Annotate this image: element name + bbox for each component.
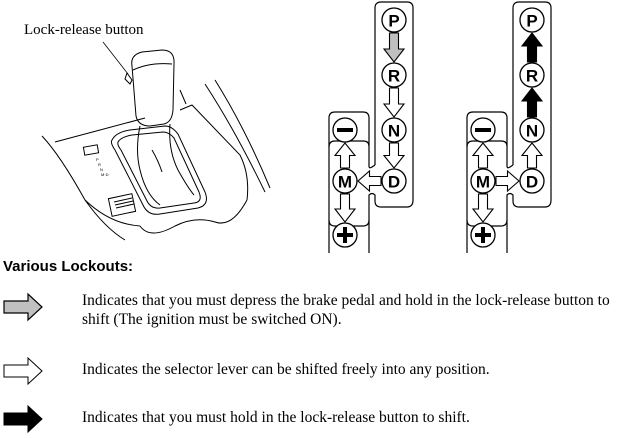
white-shift-arrow xyxy=(471,193,495,223)
various-lockouts-heading: Various Lockouts: xyxy=(3,258,134,275)
white-shift-arrow xyxy=(520,142,544,169)
white-shift-arrow xyxy=(382,87,406,118)
gear-d-label: D xyxy=(388,173,400,192)
legend-text: Indicates that you must hold in the lock… xyxy=(82,409,470,426)
gear-m-label: M xyxy=(338,173,352,192)
svg-text:N: N xyxy=(100,167,103,172)
gray-shift-arrow xyxy=(382,32,406,63)
shift-pattern-left: P R N D M xyxy=(328,1,414,253)
white-shift-arrow xyxy=(333,193,357,223)
svg-text:R: R xyxy=(98,162,101,167)
gear-r-circle xyxy=(519,62,545,88)
white-shift-arrow xyxy=(382,142,406,169)
white-shift-arrow xyxy=(357,169,382,193)
svg-text:P: P xyxy=(96,157,99,162)
gear-p-label: P xyxy=(526,12,537,31)
gear-r-label: R xyxy=(388,67,400,86)
gear-p-circle xyxy=(381,7,407,33)
shift-pattern-right: P R N D M xyxy=(466,1,552,253)
svg-text:M·D: M·D xyxy=(101,172,109,177)
gear-p-label: P xyxy=(388,12,399,31)
legend-text: Indicates the selector lever can be shif… xyxy=(82,361,490,378)
legend-text: Indicates that you must depress the brak… xyxy=(82,292,610,328)
gear-m-label: M xyxy=(476,173,490,192)
gear-r-label: R xyxy=(526,67,538,86)
gear-n-circle xyxy=(519,117,545,143)
lock-release-button-callout: Lock-release button xyxy=(24,22,144,38)
gear-d-circle xyxy=(519,168,545,194)
gear-d-label: D xyxy=(526,173,538,192)
gear-n-label: N xyxy=(388,122,400,141)
plus-icon-v xyxy=(481,227,485,243)
minus-icon xyxy=(475,128,491,132)
black-shift-arrow xyxy=(520,87,544,118)
gear-n-circle xyxy=(381,117,407,143)
gear-d-circle xyxy=(381,168,407,194)
white-arrow-icon xyxy=(3,356,43,386)
minus-icon xyxy=(337,128,353,132)
gear-r-circle xyxy=(381,62,407,88)
white-shift-arrow xyxy=(333,142,357,169)
gray-arrow-icon xyxy=(3,292,43,322)
gear-m-circle xyxy=(332,168,358,194)
black-arrow-icon xyxy=(3,404,43,434)
gear-p-circle xyxy=(519,7,545,33)
plus-icon-v xyxy=(343,227,347,243)
black-shift-arrow xyxy=(520,32,544,63)
white-shift-arrow xyxy=(495,169,520,193)
gear-m-circle xyxy=(470,168,496,194)
white-shift-arrow xyxy=(471,142,495,169)
gear-n-label: N xyxy=(526,122,538,141)
